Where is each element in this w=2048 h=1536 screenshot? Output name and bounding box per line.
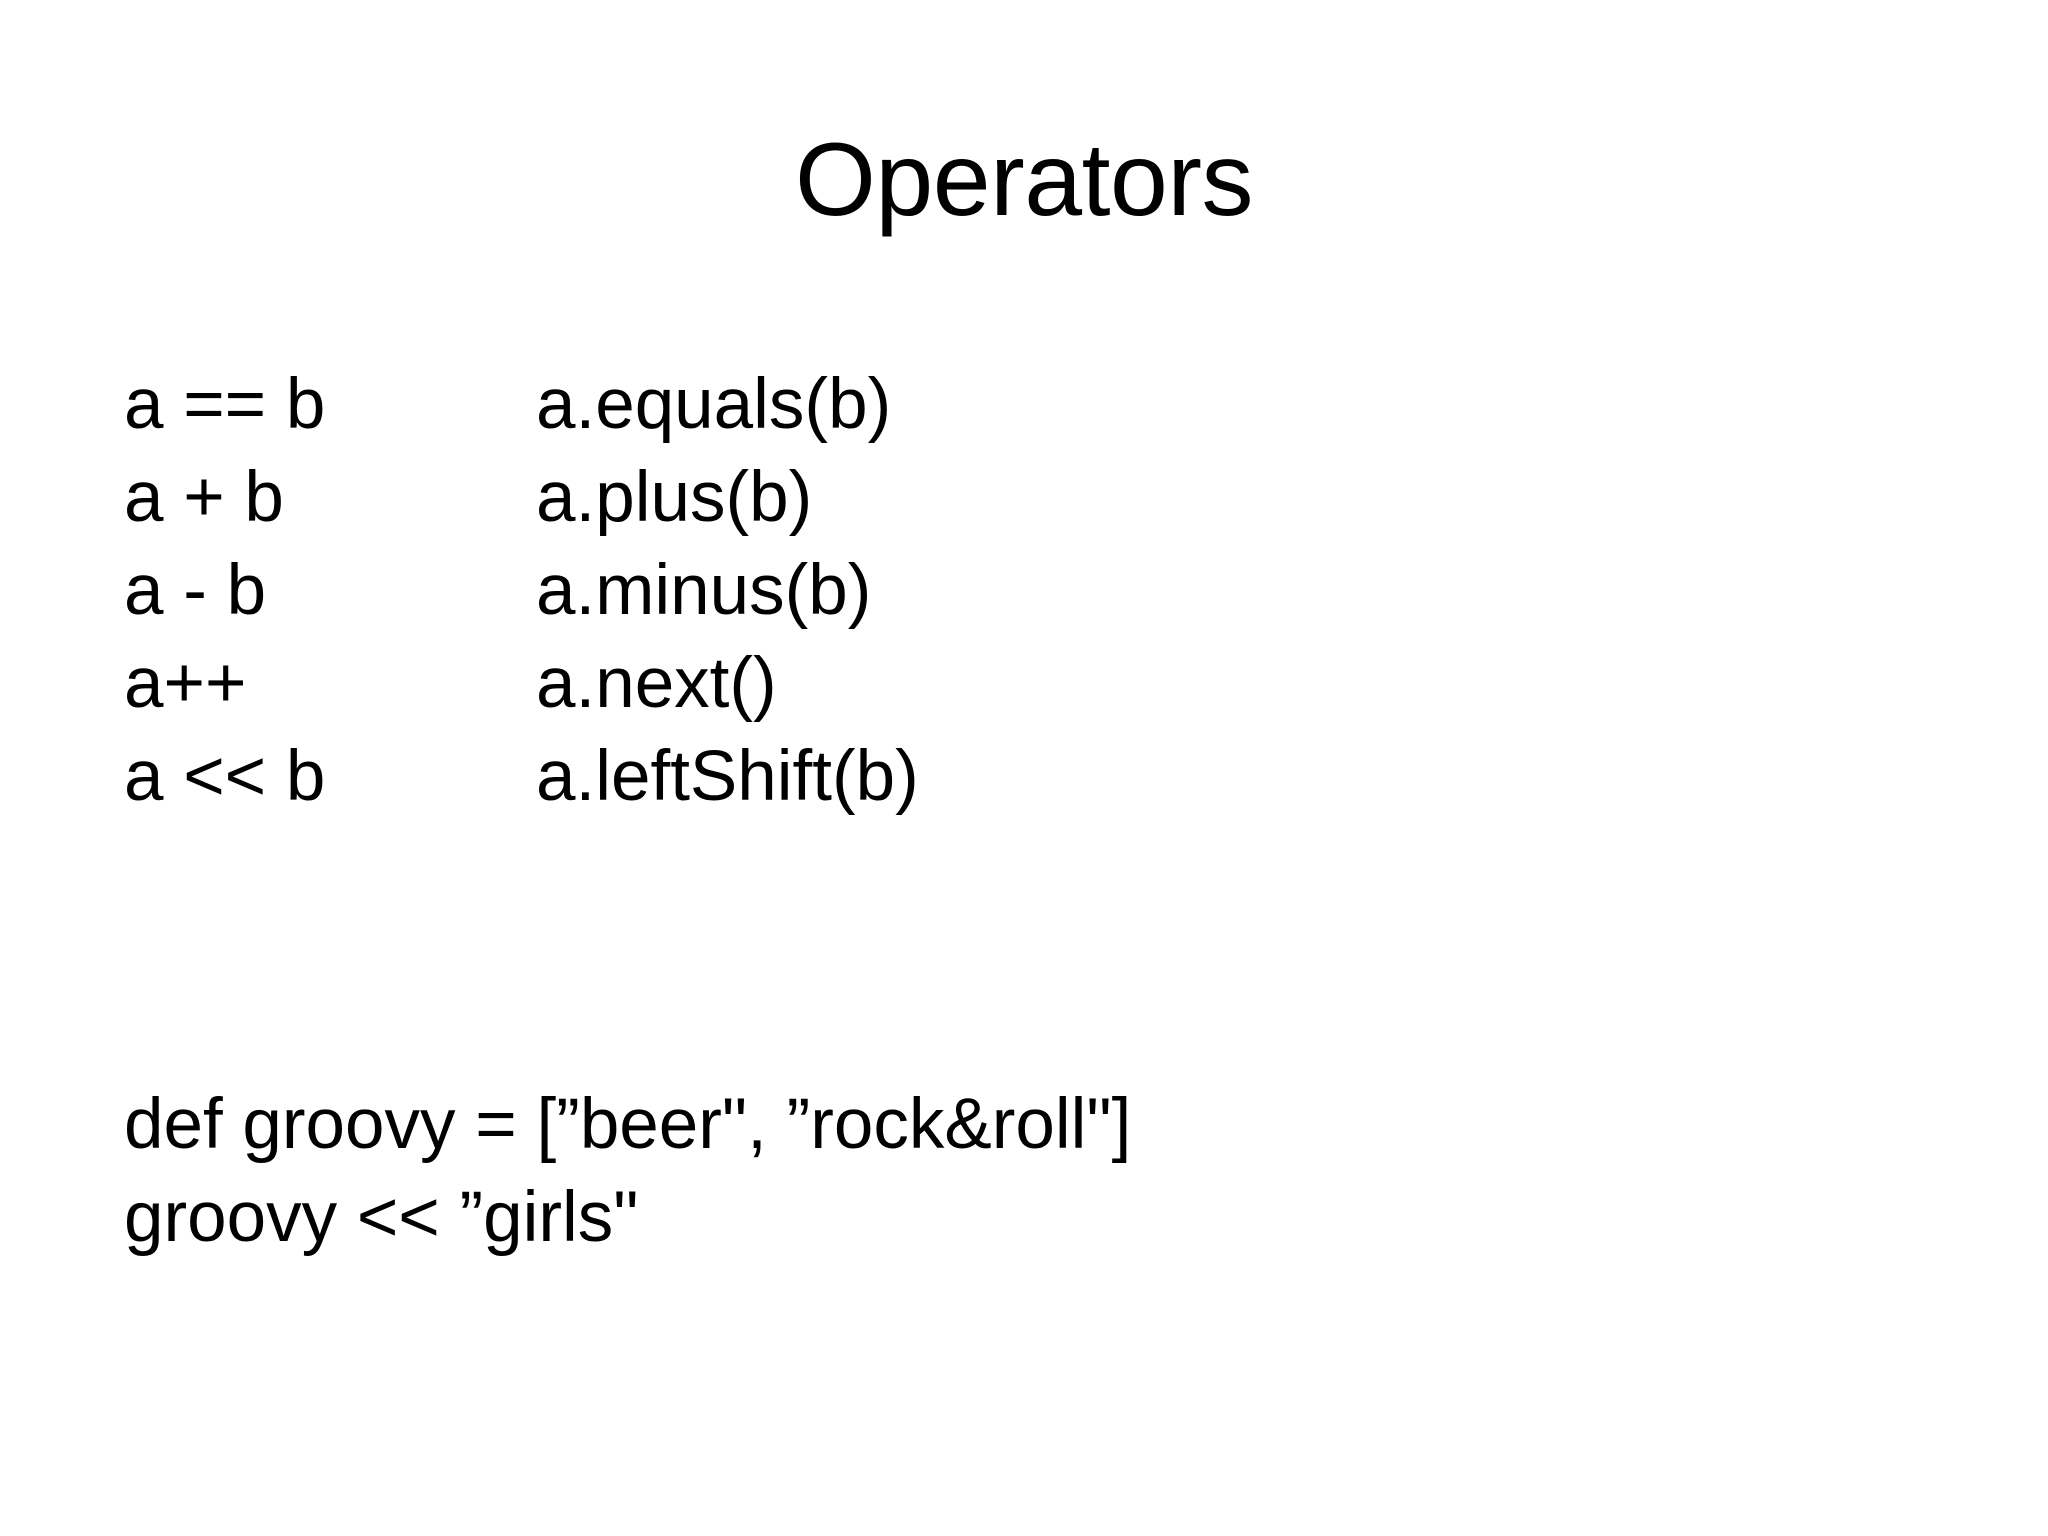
operator-method: a.leftShift(b) bbox=[536, 737, 919, 816]
operator-table-body: a == b a.equals(b) a + b a.plus(b) a - b… bbox=[124, 358, 1436, 823]
operator-expression: a + b bbox=[124, 458, 284, 537]
table-row: a == b a.equals(b) bbox=[124, 358, 1436, 451]
table-row: a + b a.plus(b) bbox=[124, 451, 1436, 544]
operator-method: a.equals(b) bbox=[536, 365, 892, 444]
operator-mapping-table: a == b a.equals(b) a + b a.plus(b) a - b… bbox=[124, 358, 1924, 823]
table-row: a << b a.leftShift(b) bbox=[124, 730, 1436, 823]
operator-table: a == b a.equals(b) a + b a.plus(b) a - b… bbox=[124, 358, 1436, 823]
operator-method: a.next() bbox=[536, 644, 777, 723]
operator-method: a.plus(b) bbox=[536, 458, 813, 537]
operator-expression: a << b bbox=[124, 737, 326, 816]
code-line-declaration: def groovy = [”beer", ”rock&roll"] bbox=[124, 1085, 1132, 1164]
operator-expression: a++ bbox=[124, 644, 247, 723]
table-row: a - b a.minus(b) bbox=[124, 544, 1436, 637]
code-example-block: def groovy = [”beer", ”rock&roll"] groov… bbox=[124, 1078, 1924, 1264]
operator-expression: a == b bbox=[124, 365, 326, 444]
operator-method: a.minus(b) bbox=[536, 551, 872, 630]
table-row: a++ a.next() bbox=[124, 637, 1436, 730]
operator-expression: a - b bbox=[124, 551, 267, 630]
page-title: Operators bbox=[795, 122, 1253, 238]
code-line-leftshift: groovy << ”girls" bbox=[124, 1178, 639, 1257]
